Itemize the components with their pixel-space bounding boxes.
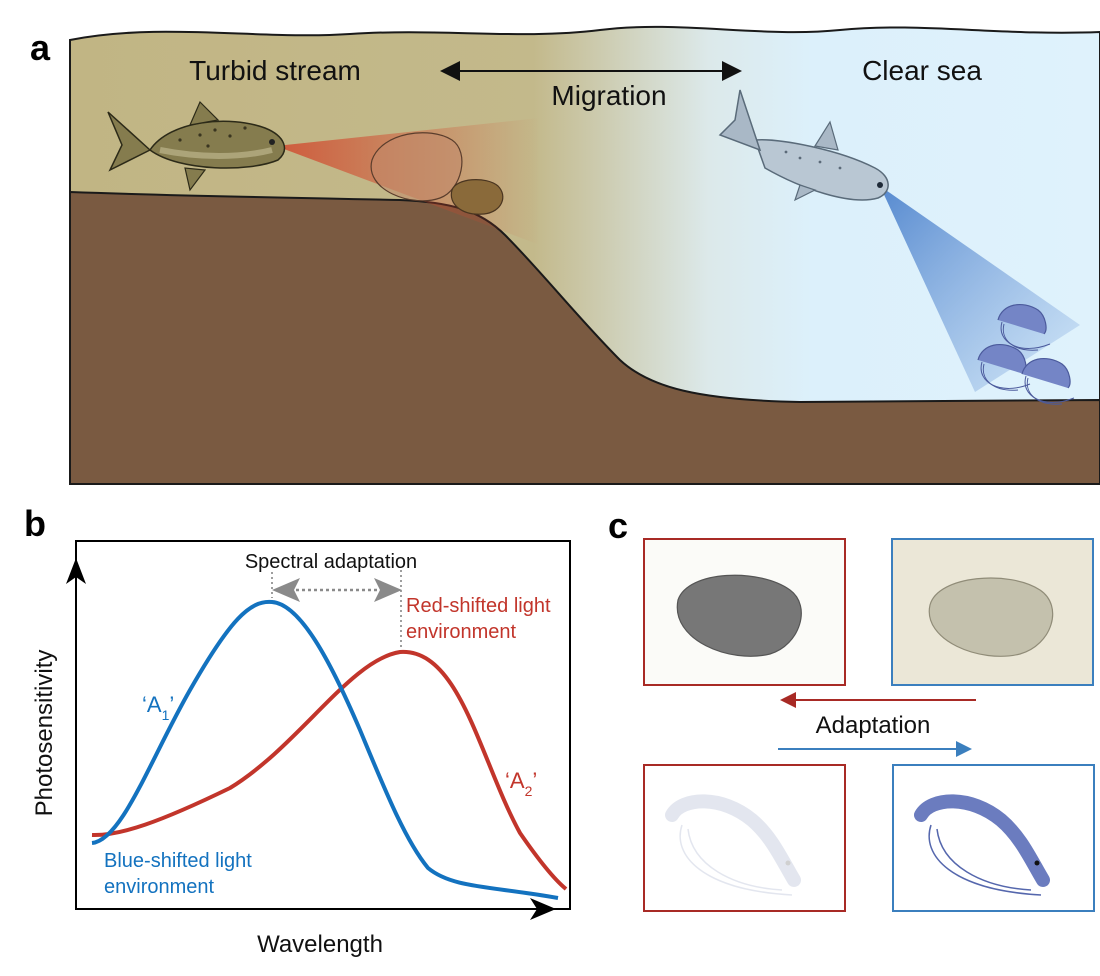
sea-shrimp bbox=[1021, 357, 1075, 405]
blue-env-label-line1: Blue-shifted light bbox=[104, 850, 252, 872]
shrimp-red-box bbox=[643, 764, 846, 912]
plot-frame bbox=[75, 540, 571, 910]
panel-a: a bbox=[30, 25, 1100, 485]
red-env-label-line2: environment bbox=[406, 621, 517, 643]
sea-shrimp bbox=[997, 303, 1051, 351]
red-env-label-line1: Red-shifted light bbox=[406, 595, 551, 617]
sea-shrimp-group bbox=[977, 303, 1075, 405]
spectral-adaptation-label: Spectral adaptation bbox=[245, 551, 417, 573]
panel-a-letter: a bbox=[30, 27, 51, 68]
pebble-faint bbox=[928, 577, 1054, 657]
adaptation-arrow-right-head bbox=[956, 741, 972, 757]
pebble-dark bbox=[676, 574, 802, 657]
shrimp-vivid bbox=[914, 794, 1050, 896]
panel-c: c Adaptation bbox=[608, 505, 1095, 912]
panel-c-letter: c bbox=[608, 505, 628, 546]
migration-label: Migration bbox=[551, 80, 666, 111]
y-axis-label: Photosensitivity bbox=[31, 650, 58, 817]
x-axis-arrowhead bbox=[530, 898, 556, 920]
curve-a2-label: ‘A2’ bbox=[505, 768, 537, 799]
clear-sea-label: Clear sea bbox=[862, 55, 982, 86]
adaptation-label: Adaptation bbox=[816, 712, 931, 739]
blue-env-label-line2: environment bbox=[104, 876, 215, 898]
shrimp-faint bbox=[665, 794, 801, 896]
stream-fish bbox=[107, 100, 286, 192]
large-pebble bbox=[370, 132, 463, 202]
x-axis-label: Wavelength bbox=[257, 931, 383, 958]
shrimp-blue-box bbox=[892, 764, 1095, 912]
turbid-stream-label: Turbid stream bbox=[189, 55, 361, 86]
sea-shrimp bbox=[977, 343, 1031, 391]
sea-fish bbox=[718, 89, 889, 202]
panel-b-letter: b bbox=[24, 503, 46, 544]
spectral-shift-arrow bbox=[272, 578, 402, 602]
y-axis-arrowhead bbox=[66, 558, 86, 584]
curve-a2 bbox=[91, 649, 568, 891]
small-pebble bbox=[450, 179, 504, 215]
adaptation-arrow-left-head bbox=[780, 692, 796, 708]
curve-a1-label: ‘A1’ bbox=[142, 692, 174, 723]
blue-vision-beam bbox=[880, 186, 1080, 392]
curve-a1 bbox=[91, 599, 559, 900]
panel-b: b Wavelength Photosensitivity Spectral a… bbox=[24, 503, 571, 958]
ground bbox=[69, 190, 1100, 485]
